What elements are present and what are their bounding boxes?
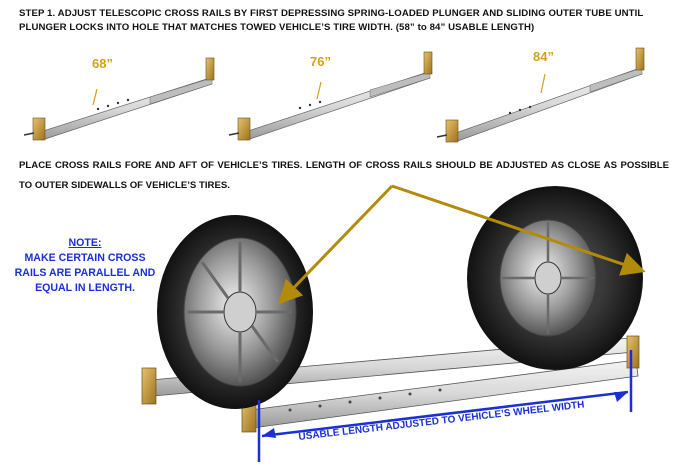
rail-length-76: 76”: [310, 54, 331, 69]
rail-length-84: 84”: [533, 49, 554, 64]
note-box: NOTE: MAKE CERTAIN CROSS RAILS ARE PARAL…: [10, 236, 160, 296]
pointer-arrows: [277, 184, 646, 305]
rail-68: [23, 57, 215, 141]
placement-instructions: PLACE CROSS RAILS FORE AND AFT OF VEHICL…: [19, 160, 669, 191]
note-body: MAKE CERTAIN CROSS RAILS ARE PARALLEL AN…: [14, 252, 156, 294]
step-1-instructions: STEP 1. ADJUST TELESCOPIC CROSS RAILS BY…: [19, 8, 644, 33]
rail-76: [228, 51, 433, 141]
right-wheel: [467, 186, 643, 370]
width-dimension: [257, 350, 633, 462]
left-wheel: [157, 215, 313, 409]
rail-84: [436, 47, 645, 143]
note-title: NOTE:: [68, 237, 102, 249]
rail-length-68: 68”: [92, 56, 113, 71]
